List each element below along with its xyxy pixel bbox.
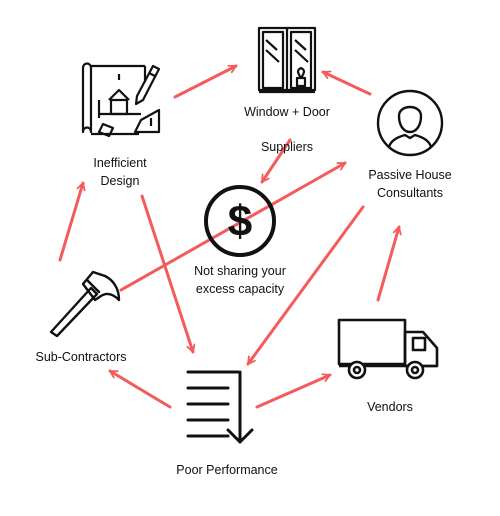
arrow-design-to-poorperformance: [140, 194, 193, 354]
person-icon: [375, 88, 445, 158]
passive-house-label: Passive House Consultants: [368, 168, 452, 200]
arrow-poorperformance-to-vendors: [255, 375, 332, 409]
arrow-passive-to-poorperformance: [246, 205, 365, 366]
arrow-subcontractor-to-design: [58, 181, 83, 262]
arrow-vendors-to-passive: [376, 225, 399, 302]
poor-performance-label: Poor Performance: [176, 463, 278, 477]
arrow-passive-to-window: [321, 70, 372, 96]
sub-contractors-label: Sub-Contractors: [35, 350, 127, 364]
window-door-label-line2: Suppliers: [260, 140, 314, 154]
sort-descending-icon: [186, 368, 260, 446]
arrow-subcontractor-to-passive: [119, 161, 347, 292]
window-door-label: Window + Door: [244, 105, 330, 119]
truck-icon: [337, 316, 441, 384]
arrow-poorperformance-to-subcontractor: [108, 369, 172, 409]
hammer-icon: [47, 266, 123, 338]
vendors-label: Vendors: [367, 400, 413, 414]
svg-text:$: $: [228, 197, 252, 246]
inefficient-design-label: Inefficient Design: [93, 156, 147, 188]
not-sharing-label: Not sharing your excess capacity: [194, 264, 286, 296]
dollar-coin-icon: $: [203, 184, 277, 258]
window-icon: [257, 26, 317, 96]
blueprint-icon: [79, 60, 161, 140]
arrow-design-to-window: [173, 64, 238, 99]
arrow-window-to-notsharing: [260, 138, 292, 184]
